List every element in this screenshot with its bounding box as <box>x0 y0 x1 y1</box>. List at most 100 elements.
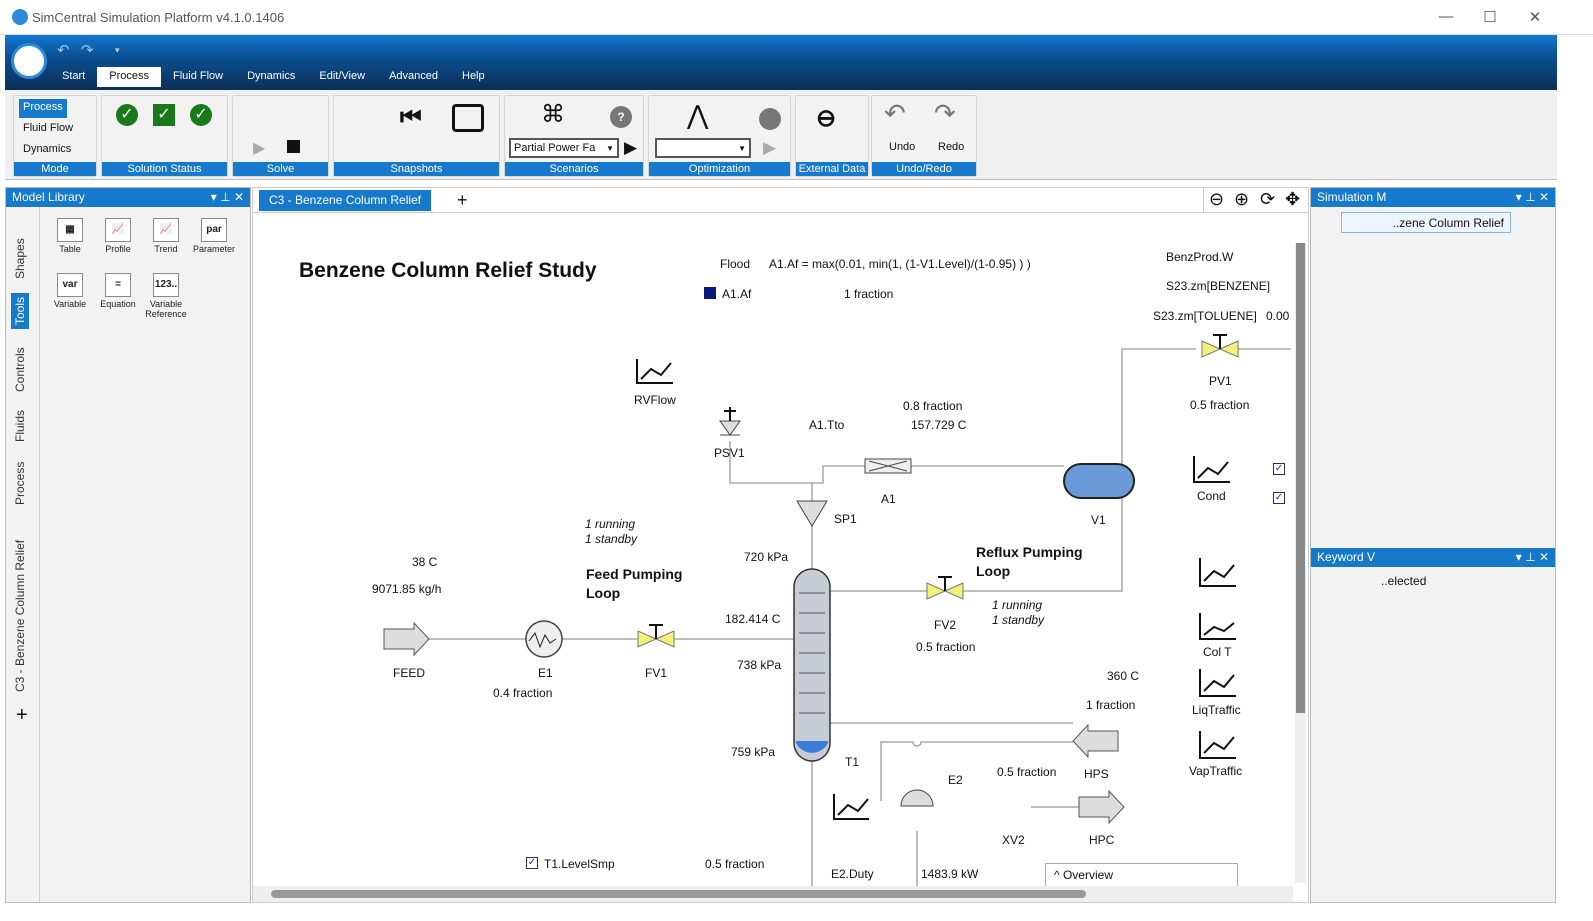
rewind-icon[interactable]: ⏮ <box>400 104 422 131</box>
redo-quick-icon[interactable]: ↷ <box>81 42 94 59</box>
tab-dynamics[interactable]: Dynamics <box>247 70 296 82</box>
a1-label: A1 <box>881 492 896 506</box>
tool-profile[interactable]: 📈Profile <box>94 218 142 254</box>
feed-flow: 9071.85 kg/h <box>372 582 442 596</box>
scenario-edit-icon[interactable]: ⌘ <box>541 101 565 128</box>
refresh-icon[interactable]: ⟳ <box>1260 189 1276 209</box>
optimization-select[interactable]: ▼ <box>655 138 751 158</box>
group-undo-redo: ↶ Undo ↷ Redo Undo/Redo <box>871 95 977 177</box>
vtab-fluids[interactable]: Fluids <box>13 409 27 442</box>
undo-icon[interactable]: ↶ <box>884 98 906 128</box>
tab-process[interactable]: Process <box>97 67 161 87</box>
feed-stage-temperature: 182.414 C <box>725 612 781 626</box>
scenario-select[interactable]: Partial Power Fa▼ <box>509 138 619 158</box>
app-menu-button[interactable] <box>11 43 47 79</box>
check-circle-icon[interactable]: ✓ <box>190 104 212 126</box>
levelsmp-checkbox[interactable]: ✓ <box>526 857 538 869</box>
group-label: Mode <box>14 162 96 176</box>
flood-equation[interactable]: A1.Af = max(0.01, min(1, (1-V1.Level)/(1… <box>769 257 1031 271</box>
doc-tab-flowsheet[interactable]: C3 - Benzene Column Relief <box>259 190 432 211</box>
panel-controls-icon[interactable]: ▾ ⊥ ✕ <box>1515 190 1549 204</box>
pan-icon[interactable]: ✥ <box>1285 189 1301 209</box>
group-label: Optimization <box>649 162 790 176</box>
tab-start[interactable]: Start <box>62 70 86 82</box>
vtab-flowsheet[interactable]: C3 - Benzene Column Relief <box>13 539 27 692</box>
link-icon[interactable]: ⊖ <box>816 105 837 132</box>
stop-icon[interactable] <box>287 140 300 153</box>
simulation-item[interactable]: ..zene Column Relief <box>1341 212 1511 233</box>
e2duty-label: E2.Duty <box>831 867 874 881</box>
add-doc-tab-button[interactable]: + <box>457 190 468 210</box>
checkbox[interactable]: ✓ <box>1273 492 1285 504</box>
trend-icons <box>636 359 1236 820</box>
hps-arrow-icon <box>1072 723 1119 759</box>
record-icon[interactable] <box>759 108 781 130</box>
vertical-scroll-thumb[interactable] <box>1296 243 1305 713</box>
check-circle-icon[interactable]: ✓ <box>116 104 138 126</box>
redo-icon[interactable]: ↷ <box>934 98 956 128</box>
vaptraffic-label[interactable]: VapTraffic <box>1189 764 1243 778</box>
cond-label[interactable]: Cond <box>1197 489 1226 503</box>
horizontal-scroll-thumb[interactable] <box>271 890 1086 898</box>
checkbox[interactable]: ✓ <box>1273 463 1285 475</box>
undo-button[interactable]: Undo <box>889 141 916 153</box>
s23-toluene-value: 0.00 <box>1266 309 1290 323</box>
panel-title: Simulation M <box>1317 190 1387 204</box>
close-button[interactable]: ✕ <box>1528 9 1542 26</box>
vtab-controls[interactable]: Controls <box>13 347 27 392</box>
tool-trend[interactable]: 📈Trend <box>142 218 190 254</box>
tool-label: Parameter <box>192 244 236 254</box>
rvflow-label[interactable]: RVFlow <box>634 393 676 407</box>
tool-table[interactable]: ▦Table <box>46 218 94 254</box>
mode-process[interactable]: Process <box>19 99 67 118</box>
zoom-out-icon[interactable]: ⊖ <box>1209 189 1225 209</box>
optimization-icon[interactable]: ⋀ <box>687 100 709 130</box>
maximize-button[interactable]: ☐ <box>1483 9 1497 26</box>
tab-advanced[interactable]: Advanced <box>389 70 438 82</box>
overview-label: Overview <box>1062 868 1113 882</box>
vertical-tabs: Shapes Tools Controls Fluids Process C3 … <box>6 207 40 902</box>
run-scenario-icon[interactable]: ▶ <box>624 138 638 157</box>
e1-label: E1 <box>538 666 553 680</box>
tab-help[interactable]: Help <box>462 70 485 82</box>
feed-arrow-icon <box>383 621 430 657</box>
run-optimization-icon[interactable]: ▶ <box>763 138 777 157</box>
camera-icon[interactable] <box>452 104 484 132</box>
tab-fluid-flow[interactable]: Fluid Flow <box>172 70 224 82</box>
feed-stage-pressure: 738 kPa <box>737 658 782 672</box>
zoom-in-icon[interactable]: ⊕ <box>1234 189 1250 209</box>
reflux-loop-label: Reflux Pumping <box>976 544 1083 560</box>
tool-equation[interactable]: =Equation <box>94 273 142 309</box>
xv2-fraction: 0.5 fraction <box>997 765 1057 779</box>
undo-quick-icon[interactable]: ↶ <box>57 42 70 59</box>
liqtraffic-label[interactable]: LiqTraffic <box>1192 703 1241 717</box>
play-icon[interactable]: ▶ <box>253 140 266 157</box>
help-icon[interactable]: ? <box>610 106 632 128</box>
panel-controls-icon[interactable]: ▾ ⊥ ✕ <box>210 190 244 204</box>
window-title: SimCentral Simulation Platform v4.1.0.14… <box>32 10 285 25</box>
vtab-tools[interactable]: Tools <box>11 292 29 329</box>
overview-panel[interactable]: ^ Overview <box>1045 863 1238 886</box>
check-square-icon[interactable]: ✓ <box>153 104 175 126</box>
mode-dynamics[interactable]: Dynamics <box>23 143 72 155</box>
minimize-button[interactable]: — <box>1438 8 1454 25</box>
mode-fluid-flow[interactable]: Fluid Flow <box>23 122 74 134</box>
group-label: External Data <box>796 162 868 176</box>
flowsheet-canvas[interactable]: C3 - Benzene Column Relief + ⊖ ⊕ ⟳ ✥ B <box>252 187 1309 903</box>
customize-quick-access-icon[interactable]: ▾ <box>115 45 120 55</box>
chevron-up-icon: ^ <box>1054 868 1063 882</box>
panel-header: Model Library ▾ ⊥ ✕ <box>6 188 250 207</box>
vtab-process[interactable]: Process <box>13 461 27 505</box>
panel-controls-icon[interactable]: ▾ ⊥ ✕ <box>1515 550 1549 564</box>
redo-button[interactable]: Redo <box>938 141 965 153</box>
valve-fv2-icon <box>926 576 964 600</box>
tab-edit-view[interactable]: Edit/View <box>319 70 366 82</box>
colt-label[interactable]: Col T <box>1203 645 1232 659</box>
t1-label: T1 <box>845 755 860 769</box>
add-tab-button[interactable]: + <box>16 704 28 726</box>
tool-variable-reference[interactable]: 123..Variable Reference <box>142 273 190 319</box>
vtab-shapes[interactable]: Shapes <box>13 238 27 279</box>
app-logo-icon <box>12 9 28 25</box>
